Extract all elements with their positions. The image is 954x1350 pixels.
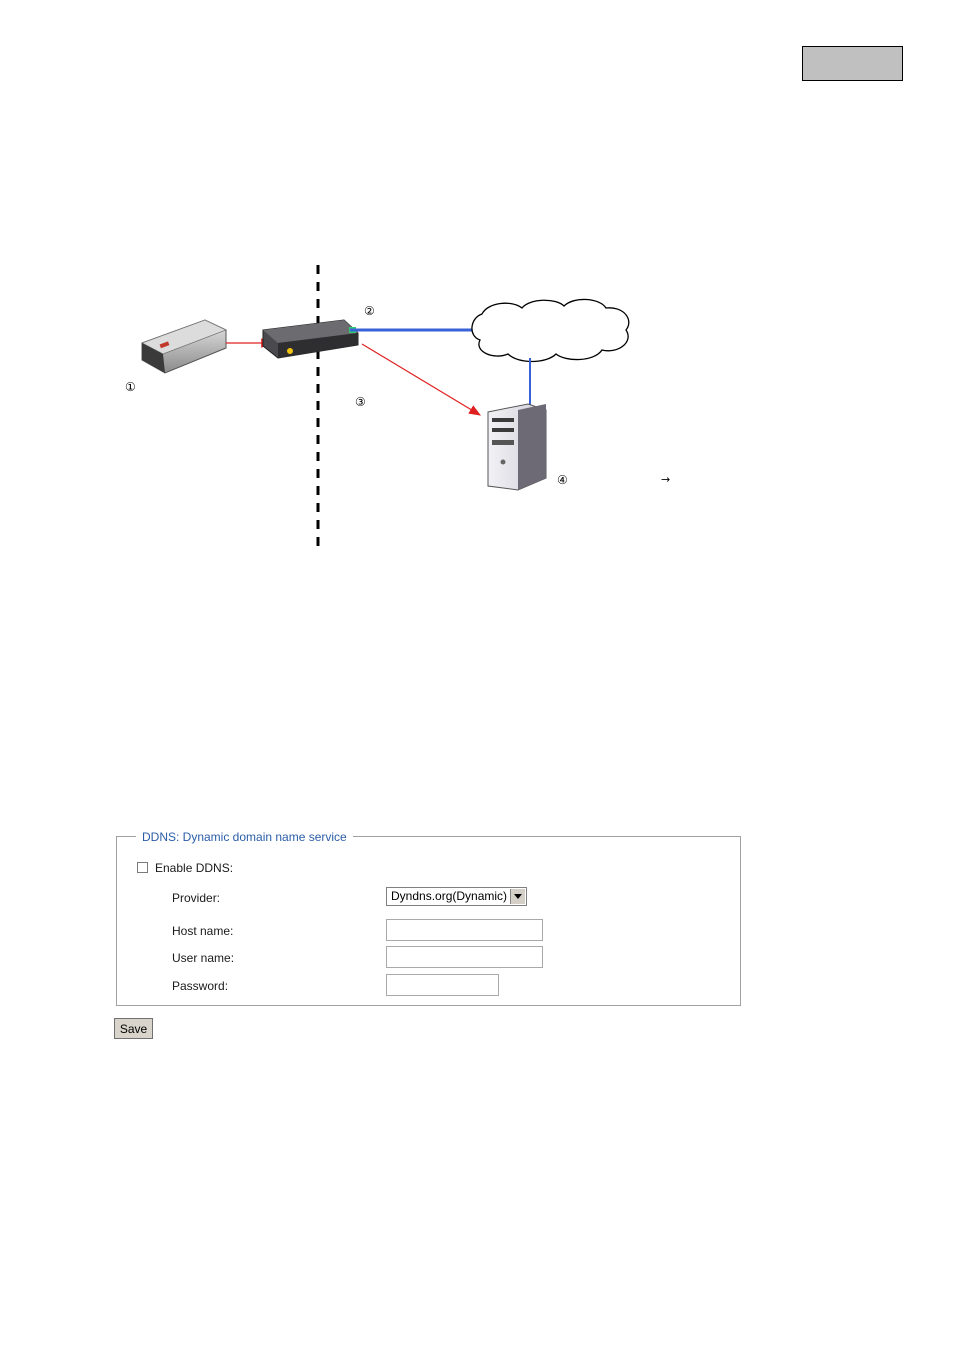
- enable-ddns-checkbox[interactable]: [137, 862, 148, 873]
- marker-3: ③: [355, 395, 366, 409]
- user-name-input[interactable]: [386, 946, 543, 968]
- enable-ddns-label: Enable DDNS:: [155, 861, 234, 875]
- ddns-panel-title: DDNS: Dynamic domain name service: [136, 830, 353, 844]
- router-device: [262, 319, 359, 359]
- marker-2: ②: [364, 304, 375, 318]
- password-input[interactable]: [386, 974, 499, 996]
- host-name-input[interactable]: [386, 919, 543, 941]
- router-to-server-arrow: [361, 343, 482, 416]
- provider-select[interactable]: Dyndns.org(Dynamic): [386, 887, 527, 906]
- provider-select-value: Dyndns.org(Dynamic): [391, 889, 508, 903]
- network-diagram: [141, 265, 630, 552]
- password-label: Password:: [172, 979, 229, 993]
- marker-4: ④: [557, 473, 568, 487]
- video-server-device: [141, 319, 228, 374]
- ddns-panel: [116, 836, 741, 1006]
- marker-1: ①: [125, 380, 136, 394]
- internet-cloud: [471, 298, 630, 363]
- ddns-server-computer: [487, 403, 547, 491]
- provider-label: Provider:: [172, 891, 221, 905]
- save-button[interactable]: Save: [114, 1018, 153, 1039]
- host-name-label: Host name:: [172, 924, 234, 938]
- chevron-down-icon[interactable]: [510, 889, 525, 904]
- user-name-label: User name:: [172, 951, 235, 965]
- arrow-icon: →: [661, 473, 671, 486]
- page-tab-box: [802, 46, 903, 81]
